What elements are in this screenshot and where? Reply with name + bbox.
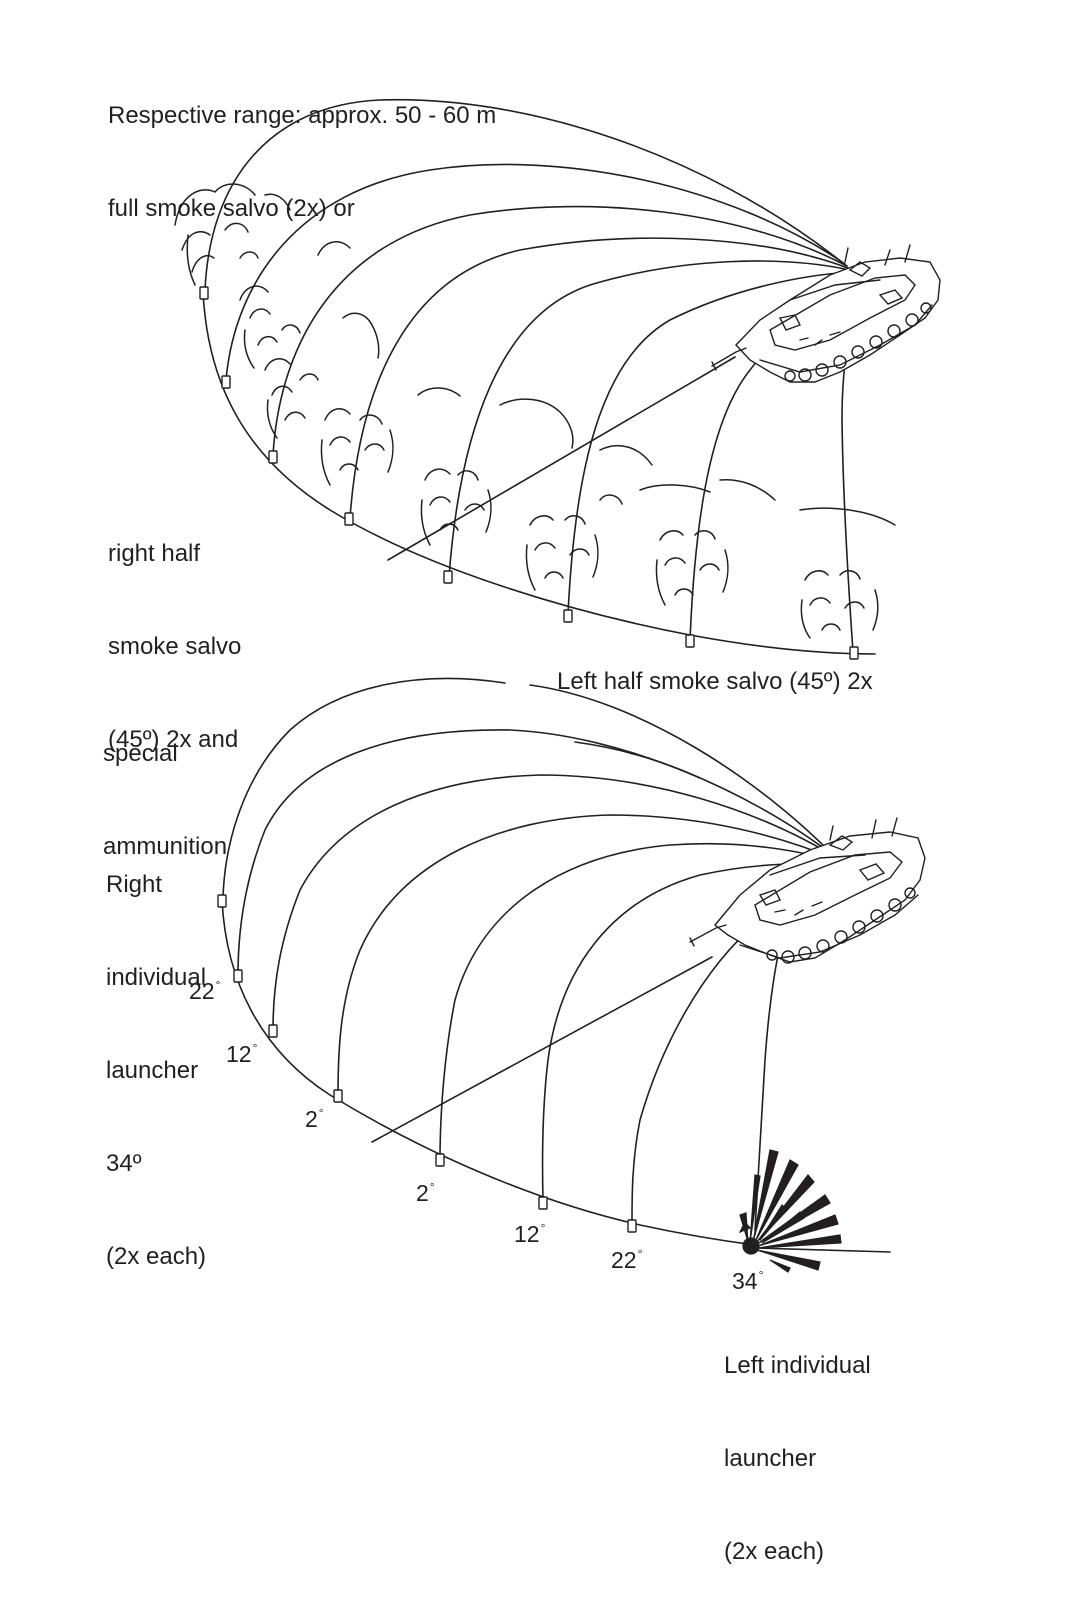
trajectory-3 bbox=[272, 774, 841, 1031]
grenade-marker-icon bbox=[217, 894, 227, 908]
smoke-cloud-icon bbox=[239, 285, 301, 369]
left-half-caption: Left half smoke salvo (45º) 2x bbox=[557, 668, 873, 695]
grenade-marker-icon bbox=[233, 969, 243, 983]
trajectory-4 bbox=[337, 814, 843, 1096]
right-half-line2: smoke salvo bbox=[108, 633, 242, 660]
trajectory-1 bbox=[204, 98, 844, 291]
grenade-marker-icon bbox=[849, 646, 859, 660]
shell-burst-icon bbox=[738, 1149, 842, 1273]
angle-label-right-22: 22° bbox=[189, 978, 221, 1004]
left-individual-caption: Left individual launcher (2x each) bbox=[724, 1288, 871, 1598]
range-caption-line1: Respective range: approx. 50 - 60 m bbox=[108, 102, 497, 129]
right-ind-line1: Right bbox=[106, 871, 163, 898]
angle-label-left-2: 2° bbox=[416, 1180, 435, 1206]
range-caption: Respective range: approx. 50 - 60 m full… bbox=[108, 38, 496, 255]
tank-icon bbox=[711, 244, 941, 383]
angle-label-right-12: 12° bbox=[226, 1041, 258, 1067]
grenade-marker-icon bbox=[435, 1153, 445, 1167]
grenade-marker-icon bbox=[268, 450, 278, 464]
grenade-marker-icon bbox=[627, 1219, 637, 1233]
right-individual-caption: Right individual launcher 34º (2x each) bbox=[106, 807, 206, 1303]
special-line1: special bbox=[103, 740, 178, 767]
top-landing-arc bbox=[202, 291, 876, 655]
angle-label-right-2: 2° bbox=[305, 1106, 324, 1132]
smoke-salvo-diagram bbox=[174, 98, 941, 1273]
grenade-marker-icon bbox=[443, 570, 453, 584]
top-grenade-markers bbox=[199, 286, 859, 660]
range-caption-line2: full smoke salvo (2x) or bbox=[108, 195, 355, 222]
trajectory-4 bbox=[349, 237, 849, 519]
smoke-cloud-icon bbox=[655, 530, 729, 606]
smoke-cloud-icon bbox=[264, 358, 319, 439]
trajectory-1b bbox=[222, 677, 506, 898]
trajectory-5 bbox=[448, 260, 851, 578]
top-trajectories bbox=[204, 98, 867, 653]
bottom-grenade-markers bbox=[217, 894, 637, 1233]
grenade-marker-icon bbox=[685, 634, 695, 648]
right-ind-line2: individual bbox=[106, 964, 207, 991]
top-aim-line bbox=[387, 356, 736, 561]
bottom-aim-line bbox=[371, 956, 713, 1143]
right-ind-line5: (2x each) bbox=[106, 1243, 207, 1270]
smoke-cloud-icon bbox=[420, 468, 492, 546]
right-half-caption: right half smoke salvo (45º) 2x and bbox=[108, 476, 241, 786]
trajectory-3 bbox=[272, 205, 848, 456]
smoke-clouds bbox=[174, 183, 896, 639]
grenade-marker-icon bbox=[221, 375, 231, 389]
bottom-landing-arc bbox=[221, 899, 891, 1253]
right-ind-line3: launcher bbox=[106, 1057, 199, 1084]
left-ind-line3: (2x each) bbox=[724, 1538, 825, 1565]
grenade-marker-icon bbox=[344, 512, 354, 526]
grenade-marker-icon bbox=[563, 609, 573, 623]
smoke-cloud-icon bbox=[525, 494, 623, 591]
trajectory-6 bbox=[567, 271, 853, 615]
grenade-marker-icon bbox=[199, 286, 209, 300]
special-line2: ammunition bbox=[103, 833, 228, 860]
left-ind-line1: Left individual bbox=[724, 1352, 871, 1379]
smoke-cloud-icon bbox=[800, 570, 879, 639]
angle-label-left-12: 12° bbox=[514, 1221, 546, 1247]
angle-label-left-34: 34° bbox=[732, 1268, 764, 1294]
smoke-cloud-icon bbox=[320, 408, 394, 486]
trajectory-6 bbox=[541, 862, 849, 1201]
tank-icon bbox=[689, 817, 926, 964]
grenade-marker-icon bbox=[333, 1089, 343, 1103]
grenade-marker-icon bbox=[268, 1024, 278, 1038]
right-ind-line4: 34º bbox=[106, 1150, 142, 1177]
trajectory-2 bbox=[225, 163, 846, 381]
left-ind-line2: launcher bbox=[724, 1445, 817, 1472]
trajectory-1c bbox=[574, 741, 701, 779]
grenade-marker-icon bbox=[538, 1196, 548, 1210]
trajectory-2 bbox=[237, 729, 839, 976]
special-ammunition-caption: special ammunition bbox=[103, 676, 227, 893]
bottom-trajectories bbox=[222, 677, 856, 1231]
trajectory-5 bbox=[439, 842, 846, 1161]
right-half-line1: right half bbox=[108, 540, 201, 567]
angle-label-left-22: 22° bbox=[611, 1247, 643, 1273]
smoke-cloud-icon bbox=[174, 183, 291, 286]
trajectory-1 bbox=[529, 684, 837, 859]
right-half-line3: (45º) 2x and bbox=[108, 726, 239, 753]
